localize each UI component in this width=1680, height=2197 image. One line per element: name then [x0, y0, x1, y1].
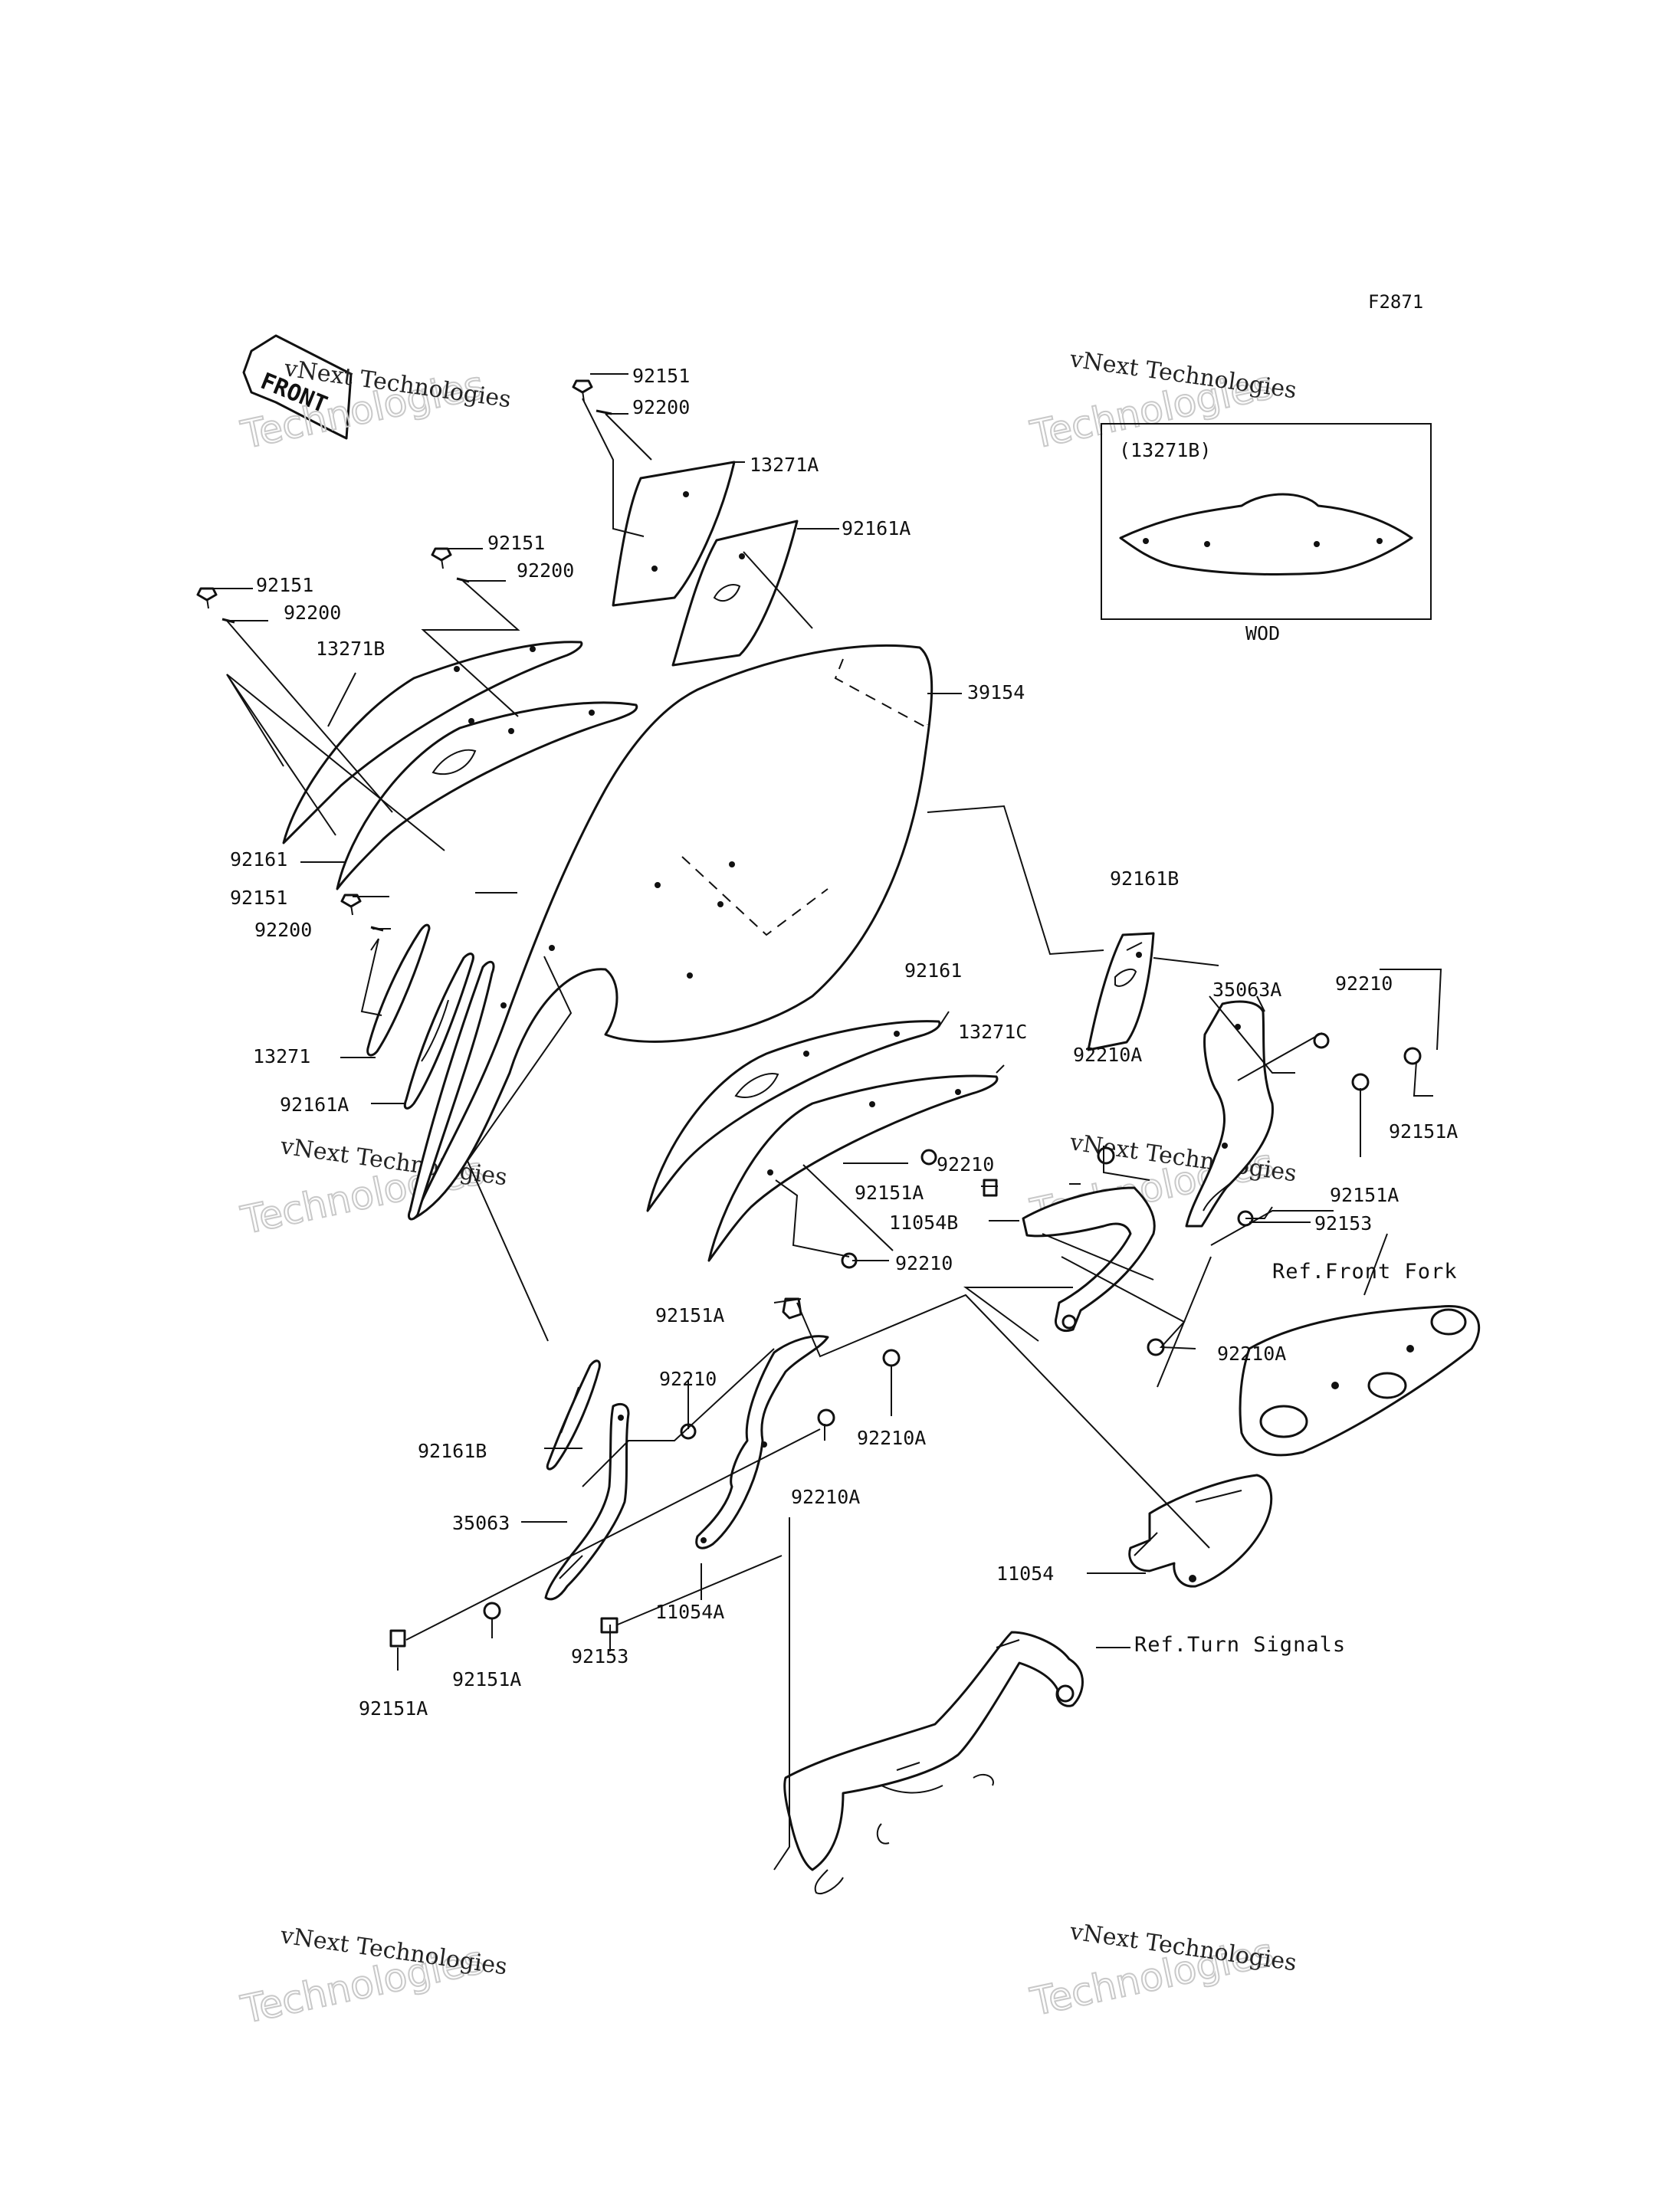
callout-11054b: 11054B	[889, 1212, 958, 1234]
leader-lines	[210, 373, 1442, 1871]
callout-92153: 92153	[1314, 1212, 1372, 1235]
callout-11054: 11054	[996, 1562, 1054, 1585]
callout-92161: 92161	[230, 848, 287, 871]
callout-92151: 92151	[632, 365, 690, 387]
watermark-bottom-right: Technologies vNext Technologies	[1025, 1918, 1298, 2025]
trim-92161-right	[646, 1020, 941, 1212]
trim-92161b-right	[1087, 932, 1155, 1051]
figure-code: F2871	[1368, 291, 1423, 313]
callout-11054a: 11054A	[655, 1601, 724, 1623]
callout-92210: 92210	[659, 1368, 717, 1390]
callout-13271a: 13271A	[750, 454, 819, 476]
callout-39154: 39154	[967, 681, 1025, 703]
panel-13271-lower	[366, 923, 431, 1057]
callout-92151a: 92151A	[655, 1304, 724, 1326]
callout-92161a: 92161A	[842, 517, 911, 539]
panel-left-long	[407, 960, 495, 1221]
watermark-bottom-left: Technologies vNext Technologies	[236, 1922, 508, 2033]
callout-35063a: 35063A	[1212, 979, 1281, 1001]
turn-signal-bracket	[783, 1631, 1084, 1894]
callout-13271c: 13271C	[958, 1021, 1027, 1043]
callout-92151a: 92151A	[1330, 1184, 1399, 1206]
bracket-11054a	[695, 1335, 829, 1549]
trim-92161b-lower	[546, 1359, 601, 1471]
callout-92151: 92151	[256, 574, 313, 596]
panel-13271b	[282, 641, 583, 844]
callout-92200: 92200	[284, 602, 341, 624]
trim-92161-left	[336, 701, 638, 890]
callout-92161a: 92161A	[280, 1094, 349, 1116]
callout-92151a: 92151A	[855, 1182, 924, 1204]
callout-92210: 92210	[1335, 972, 1393, 995]
trim-92161a-upper	[671, 520, 799, 667]
callout-92151: 92151	[487, 532, 545, 554]
windshield	[412, 644, 934, 1220]
bracket-35063	[544, 1403, 630, 1601]
callout-92200: 92200	[254, 919, 312, 941]
trim-92161a-lower	[403, 953, 474, 1110]
inset-label: (13271B)	[1119, 439, 1211, 461]
callout-92161b: 92161B	[1110, 867, 1179, 890]
inset-13271b-wod: (13271B) WOD	[1101, 423, 1432, 644]
panel-13271c	[707, 1074, 999, 1262]
callout-92151a: 92151A	[452, 1668, 521, 1690]
callout-92161b: 92161B	[418, 1440, 487, 1462]
callout-92153: 92153	[571, 1645, 628, 1667]
ref-turn-signals: Ref.Turn Signals	[1134, 1633, 1346, 1657]
callout-13271: 13271	[253, 1045, 310, 1067]
bracket-35063a	[1185, 1000, 1274, 1228]
callout-13271b: 13271B	[316, 638, 385, 660]
callout-92210a: 92210A	[857, 1427, 926, 1449]
callout-92161: 92161	[904, 959, 962, 982]
inset-variant: WOD	[1245, 622, 1280, 644]
callout-35063: 35063	[452, 1512, 510, 1534]
callout-92151a: 92151A	[359, 1697, 428, 1720]
ref-front-fork: Ref.Front Fork	[1272, 1260, 1458, 1284]
callout-92151: 92151	[230, 887, 287, 909]
callout-92210: 92210	[895, 1252, 953, 1274]
callout-92210a: 92210A	[1217, 1343, 1286, 1365]
callout-92200: 92200	[632, 396, 690, 418]
part-callouts: 92151 92200 13271A 92161A 92151 92200 92…	[230, 365, 1458, 1720]
callout-92210a: 92210A	[791, 1486, 860, 1508]
callout-92200: 92200	[517, 559, 574, 582]
panel-13271a	[612, 461, 736, 607]
callout-92151a: 92151A	[1389, 1120, 1458, 1143]
front-fork-clamp	[1239, 1304, 1480, 1457]
bracket-11054	[1128, 1474, 1273, 1588]
callout-92210: 92210	[937, 1153, 994, 1176]
bracket-11054b	[1022, 1186, 1156, 1332]
callout-92210a: 92210A	[1073, 1044, 1142, 1066]
